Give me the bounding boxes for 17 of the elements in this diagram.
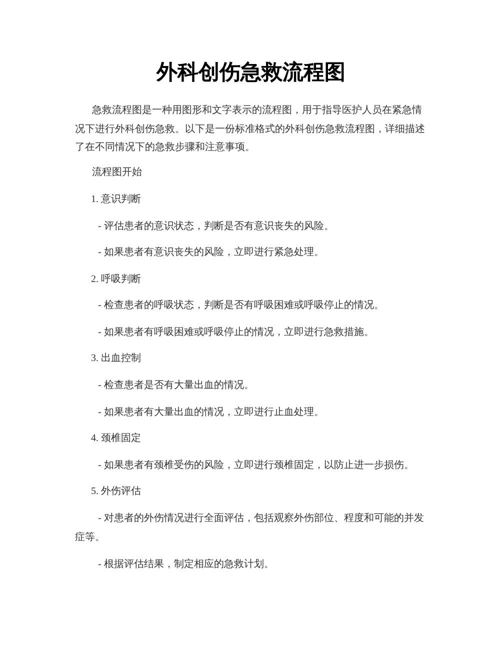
flow-start-text: 流程图开始 bbox=[92, 166, 143, 180]
step-heading: 1. 意识判断 bbox=[91, 192, 142, 207]
step-heading: 5. 外伤评估 bbox=[91, 485, 142, 499]
step-description: - 根据评估结果，制定相应的急救计划。 bbox=[98, 558, 275, 572]
document-title: 外科创伤急救流程图 bbox=[155, 59, 346, 86]
step-description: - 如果患者有意识丧失的风险，立即进行紧急处理。 bbox=[98, 246, 325, 260]
step-description: - 检查患者是否有大量出血的情况。 bbox=[98, 378, 255, 393]
step-heading: 2. 呼吸判断 bbox=[91, 272, 142, 287]
step-description: - 检查患者的呼吸状态，判断是否有呼吸困难或呼吸停止的情况。 bbox=[98, 298, 385, 313]
step-description: - 如果患者有颈椎受伤的风险，立即进行颈椎固定，以防止进一步损伤。 bbox=[98, 458, 415, 473]
step-heading: 4. 颈椎固定 bbox=[91, 432, 142, 446]
intro-paragraph: 急救流程图是一种用图形和文字表示的流程图，用于指导医护人员在紧急情况下进行外科创伤急救。以下是一份标准格式的外科创伤急救流程图，详细描述了在不同情况下的急救步骤和注意事项。 bbox=[75, 104, 426, 155]
step-description: - 评估患者的意识状态，判断是否有意识丧失的风险。 bbox=[98, 220, 335, 234]
step-description: - 如果患者有呼吸困难或呼吸停止的情况，立即进行急救措施。 bbox=[98, 326, 375, 340]
step-description: - 如果患者有大量出血的情况，立即进行止血处理。 bbox=[98, 406, 325, 420]
step-description: - 对患者的外伤情况进行全面评估，包括观察外伤部位、程度和可能的并发症等。 bbox=[75, 512, 425, 544]
step-heading: 3. 出血控制 bbox=[91, 352, 142, 366]
